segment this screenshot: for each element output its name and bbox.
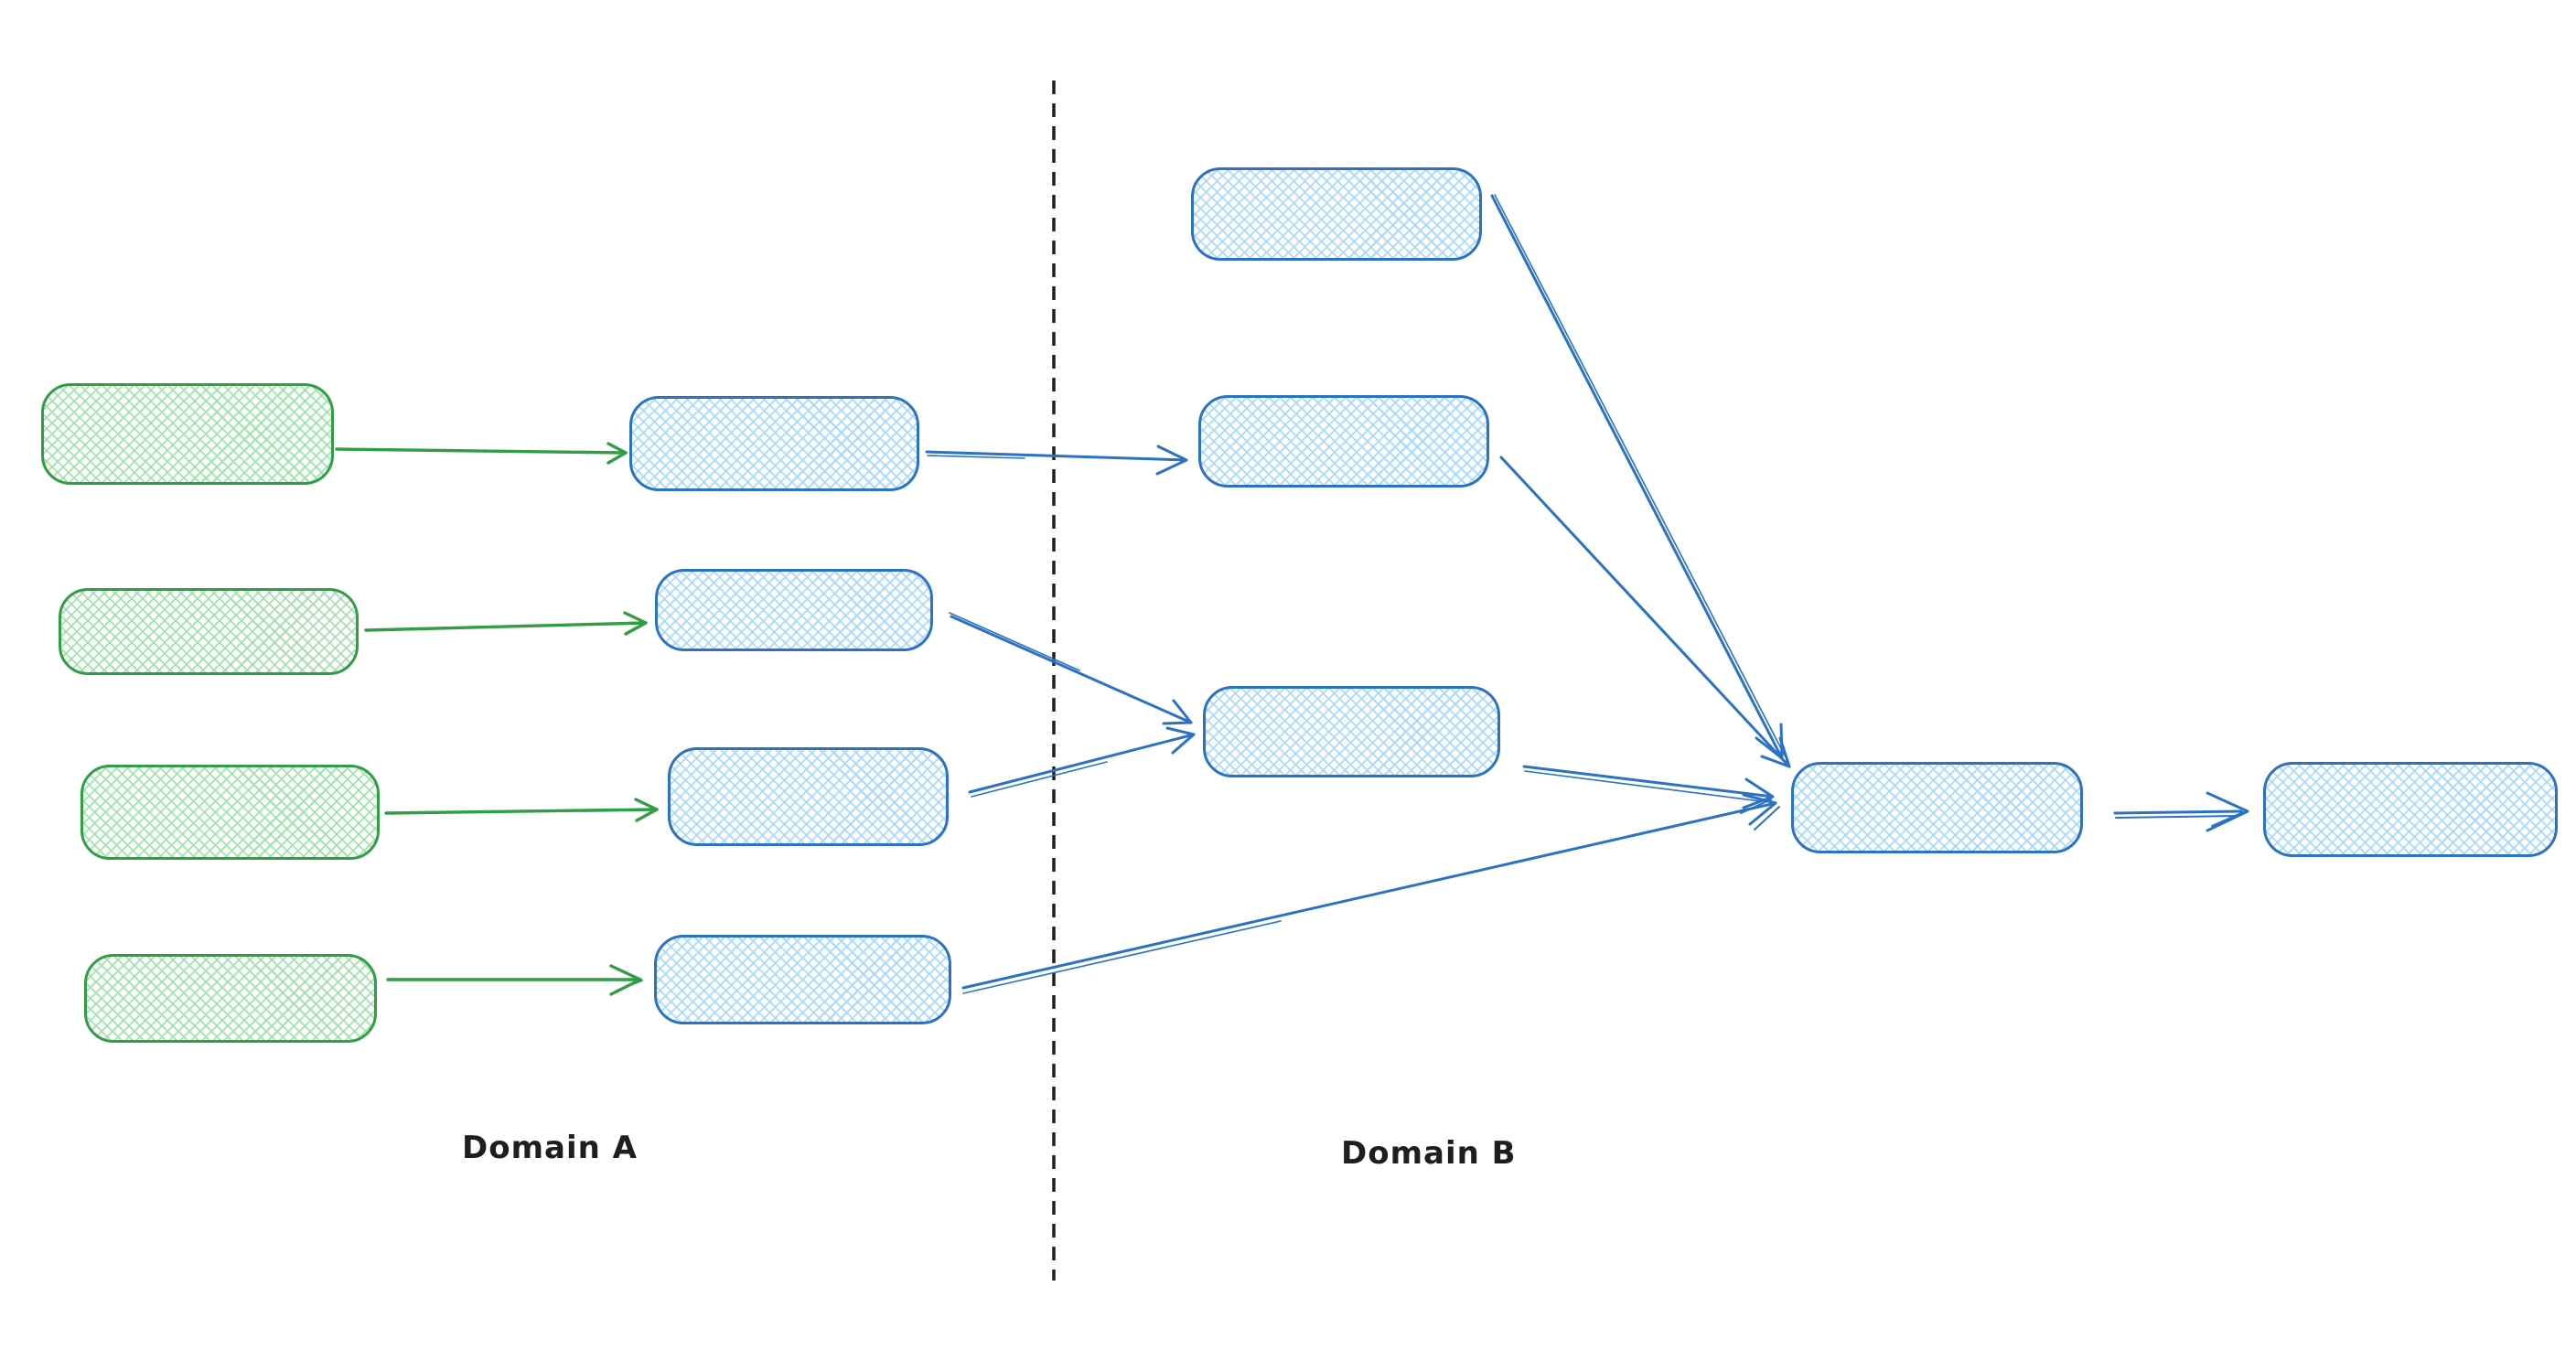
arrow-merge-to-output[interactable] (2113, 791, 2249, 832)
domain-a-label[interactable]: Domain A (462, 1130, 638, 1166)
arrow-b2-to-merge[interactable] (1499, 456, 1791, 768)
blue-box-b2[interactable] (1198, 395, 1489, 488)
arrow-a3-to-b3[interactable] (968, 726, 1196, 798)
blue-box-a2[interactable] (655, 569, 933, 651)
arrow-a4-to-merge[interactable] (961, 793, 1780, 994)
green-box-4[interactable] (84, 954, 377, 1043)
green-box-1[interactable] (41, 383, 334, 485)
arrow-a2-to-b3[interactable] (949, 612, 1193, 725)
domain-b-label[interactable]: Domain B (1341, 1135, 1517, 1172)
arrow-green-1-to-a1[interactable] (335, 442, 628, 465)
arrow-green-2-to-a2[interactable] (364, 611, 648, 636)
arrow-b3-to-merge[interactable] (1522, 765, 1775, 814)
blue-box-b3[interactable] (1203, 686, 1500, 777)
blue-box-a3[interactable] (668, 747, 949, 846)
arrow-b1-to-merge[interactable] (1490, 194, 1786, 760)
green-box-3[interactable] (80, 765, 380, 860)
blue-box-output[interactable] (2263, 762, 2558, 857)
blue-box-a1[interactable] (629, 396, 919, 491)
green-box-2[interactable] (59, 588, 359, 675)
arrow-green-3-to-a3[interactable] (384, 798, 659, 822)
arrow-green-4-to-a4[interactable] (386, 964, 643, 996)
blue-box-merge[interactable] (1791, 762, 2083, 853)
arrow-a1-to-b2[interactable] (925, 445, 1188, 476)
blue-box-a4[interactable] (654, 935, 951, 1024)
blue-box-b1[interactable] (1191, 167, 1482, 261)
